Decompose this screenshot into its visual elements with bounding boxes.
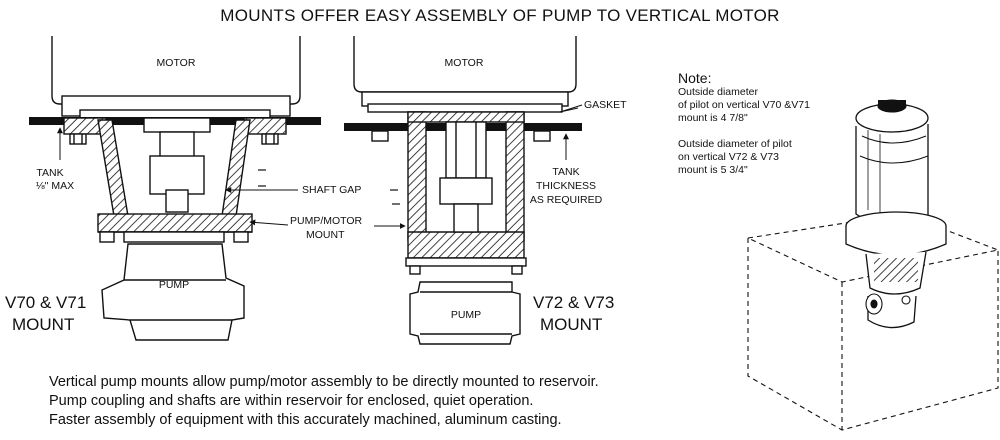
right-model-mount-label: MOUNT	[540, 315, 602, 334]
left-model-mount-label: MOUNT	[12, 315, 74, 334]
note-line: Outside diameter of pilot	[678, 138, 792, 150]
caption-line: Pump coupling and shafts are within rese…	[49, 393, 534, 409]
caption-line: Faster assembly of equipment with this a…	[49, 412, 562, 428]
page-title: MOUNTS OFFER EASY ASSEMBLY OF PUMP TO VE…	[220, 6, 780, 25]
left-pump-body	[101, 243, 245, 341]
note-line: on vertical V72 & V73	[678, 151, 779, 163]
left-motor-label: MOTOR	[157, 57, 196, 69]
right-pump-label: PUMP	[451, 309, 481, 321]
note-heading: Note:	[678, 70, 712, 86]
left-mount-wall-left	[97, 119, 129, 217]
pump-motor-mount-label-2: MOUNT	[306, 229, 345, 241]
right-model-label: V72 & V73	[533, 293, 614, 312]
left-tank-label: TANK	[36, 167, 63, 179]
left-tank-size-label: ⅛" MAX	[36, 180, 74, 192]
gasket-label: GASKET	[584, 99, 627, 111]
tank-thickness-label-3: AS REQUIRED	[530, 194, 603, 206]
left-pump-label: PUMP	[159, 279, 189, 291]
tank-thickness-label-2: THICKNESS	[536, 180, 596, 192]
reservoir-illustration	[746, 99, 1000, 431]
note-line: of pilot on vertical V70 &V71	[678, 99, 810, 111]
left-model-label: V70 & V71	[5, 293, 86, 312]
right-mount-drawing	[344, 36, 583, 345]
right-mount-labels: MOTOR PUMP GASKET TANK THICKNESS AS REQU…	[445, 57, 628, 334]
note-box: Note: Outside diameter of pilot on verti…	[678, 70, 810, 177]
caption: Vertical pump mounts allow pump/motor as…	[49, 373, 599, 430]
right-mount-bottom	[407, 231, 525, 259]
pump-motor-mount-label: PUMP/MOTOR	[290, 215, 363, 227]
shaft-gap-label: SHAFT GAP	[302, 184, 361, 196]
right-motor-label: MOTOR	[445, 57, 484, 69]
left-mount-wall-right	[221, 119, 251, 217]
right-mount-wall-right	[505, 111, 525, 241]
note-line: mount is 5 3/4"	[678, 164, 748, 176]
left-motor-body	[51, 36, 301, 105]
note-line: Outside diameter	[678, 86, 758, 98]
tank-thickness-label: TANK	[552, 166, 579, 178]
left-mount-flange	[97, 213, 253, 233]
left-mount-drawing	[29, 36, 321, 341]
note-line: mount is 4 7/8"	[678, 112, 748, 124]
right-mount-wall-left	[407, 111, 427, 241]
caption-line: Vertical pump mounts allow pump/motor as…	[49, 374, 599, 390]
left-mount-labels: MOTOR PUMP TANK ⅛" MAX SHAFT GAP PUMP/MO…	[5, 57, 363, 334]
